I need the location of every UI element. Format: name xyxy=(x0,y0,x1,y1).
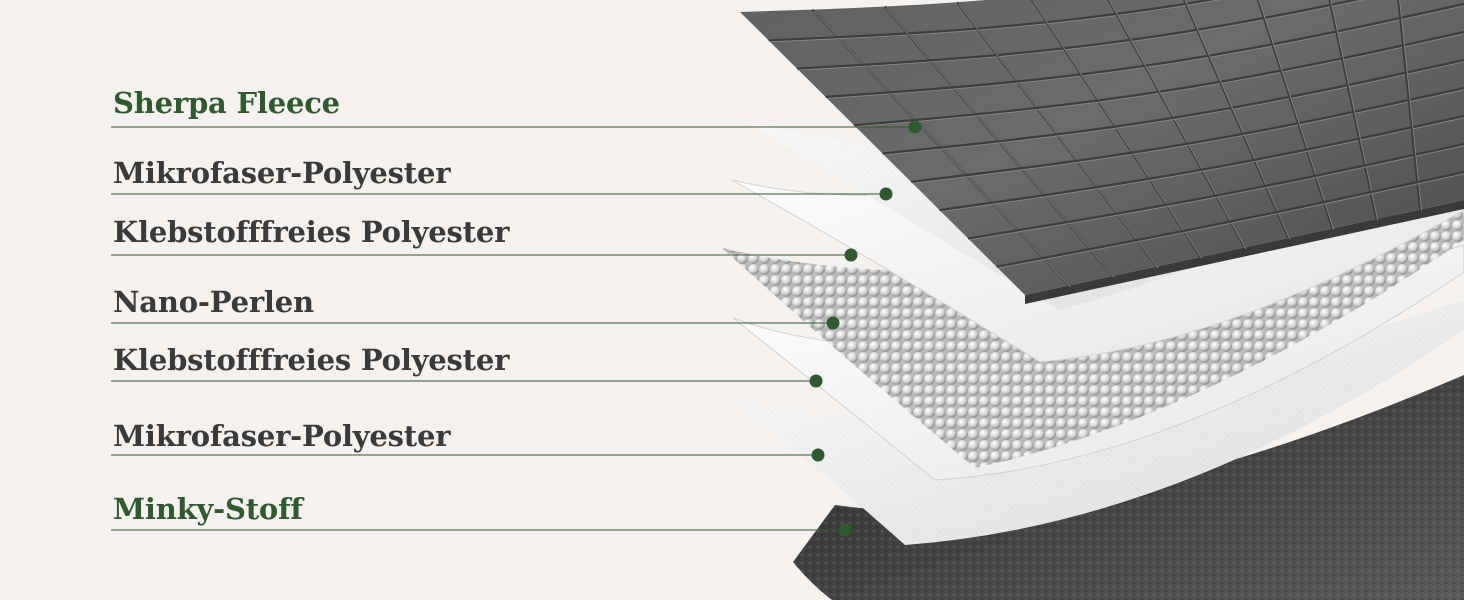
layer-label: Nano-Perlen xyxy=(113,285,314,319)
leader-dot xyxy=(844,248,858,262)
leader-dot xyxy=(879,187,893,201)
quilt-seam-highlight xyxy=(940,117,1464,212)
layer-label: Sherpa Fleece xyxy=(113,86,340,120)
leader-dot xyxy=(809,374,823,388)
sherpa-fleece-edge xyxy=(1025,200,1464,304)
quilt-seam xyxy=(939,114,1464,212)
quilt-seam xyxy=(1256,0,1334,229)
sherpa-fleece-layer xyxy=(740,0,1464,304)
quilt-seam-highlight xyxy=(883,61,1464,156)
layer-label: Klebstofffreies Polyester xyxy=(113,343,510,377)
quilt-seam xyxy=(1397,0,1422,210)
leader-dot xyxy=(826,316,840,330)
quilt-seam xyxy=(882,58,1464,155)
quilt-seam-highlight xyxy=(912,89,1464,184)
quilt-seam-highlight xyxy=(1184,0,1291,240)
quilt-seam-highlight xyxy=(1399,0,1422,212)
quilt-seam xyxy=(910,86,1464,183)
layer-label: Klebstofffreies Polyester xyxy=(113,215,510,249)
quilt-seam xyxy=(1328,0,1378,220)
quilt-seam xyxy=(1182,0,1290,239)
leader-dot xyxy=(811,448,825,462)
quilt-seam-highlight xyxy=(1258,0,1335,231)
quilt-seam-highlight xyxy=(969,145,1464,241)
leader-dot xyxy=(838,523,852,537)
quilt-seam xyxy=(996,170,1464,268)
layer-label: Mikrofaser-Polyester xyxy=(113,419,451,453)
quilt-seam-highlight xyxy=(1330,0,1379,221)
layer-label: Mikrofaser-Polyester xyxy=(113,156,451,190)
quilt-seam xyxy=(967,142,1464,240)
leader-dot xyxy=(908,120,922,134)
quilt-seam-highlight xyxy=(997,173,1464,269)
layer-label: Minky-Stoff xyxy=(113,492,303,526)
